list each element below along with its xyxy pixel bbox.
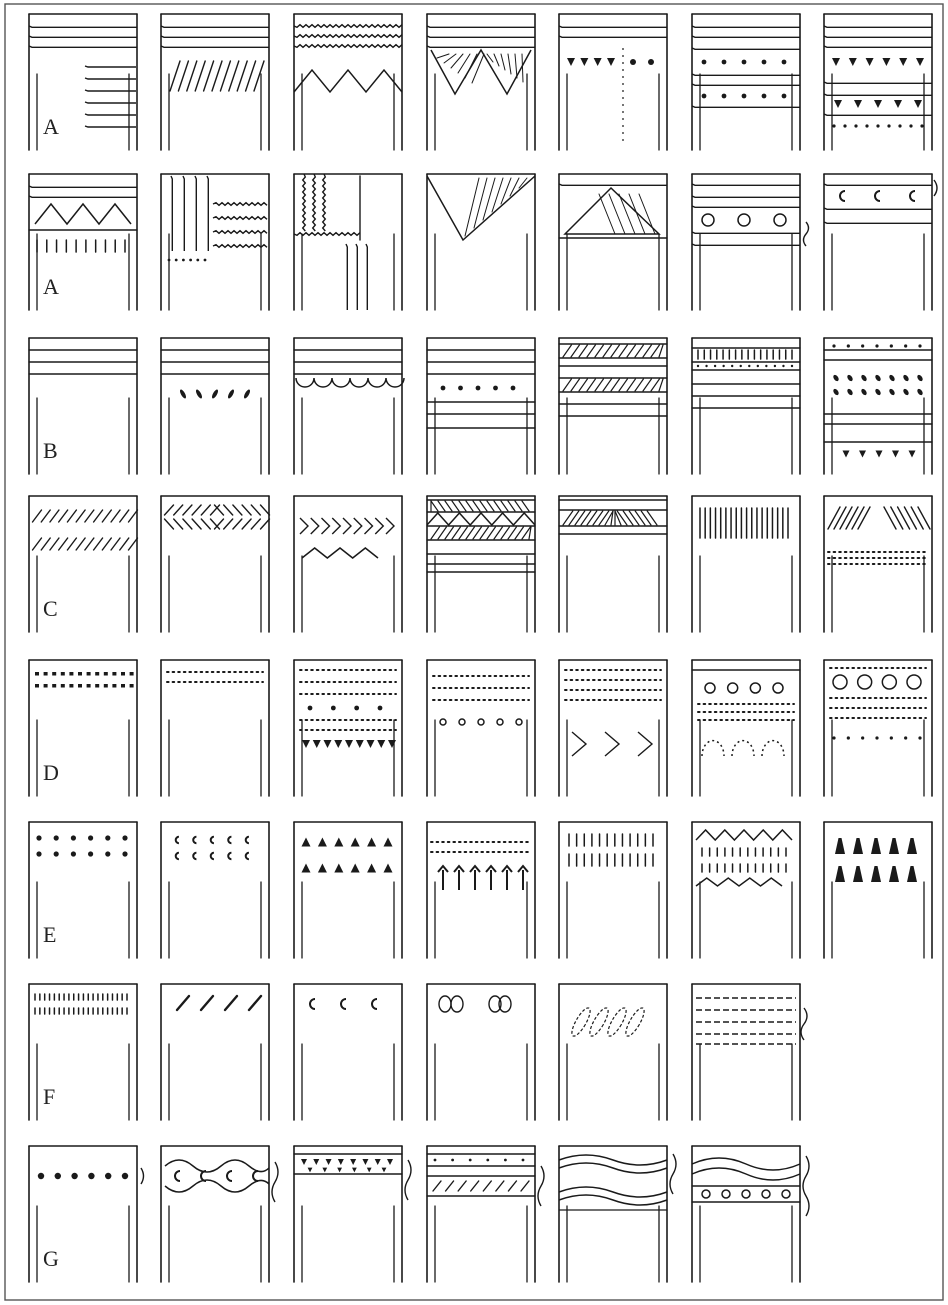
row-label: C xyxy=(43,596,58,621)
vessel-profile-triangles-and-dots-with-divider xyxy=(559,14,667,150)
vessel-profile-dotted-lines-and-circles xyxy=(427,660,535,796)
vessel-profile-lenticular-dots-row xyxy=(161,338,269,474)
vessel-profile-inverted-v-and-strokes xyxy=(692,822,800,958)
vessel-profile-dotted-lines-and-chevrons xyxy=(559,660,667,796)
vessel-profile-dotted-line-and-hooked-strokes xyxy=(427,822,535,958)
vessel-profile-circles-dotted-lines-arches xyxy=(692,660,800,796)
pattern-row: B xyxy=(29,338,932,474)
pattern-row: F xyxy=(29,984,807,1120)
vessel-profile-two-rows-of-triangles xyxy=(294,822,402,958)
vessel-profile-hatched-bands xyxy=(559,338,667,474)
vessel-profile-vertical-hatching xyxy=(692,496,800,632)
vessel-profile-slashed-band xyxy=(427,1146,544,1282)
row-label: D xyxy=(43,760,59,785)
vessel-profile-hatched-blocks-and-stipple xyxy=(824,496,932,632)
row-label: G xyxy=(43,1246,59,1271)
vessel-profile-wavy-band-and-circles xyxy=(692,1146,809,1282)
vessel-profile-chevrons-and-zigzag xyxy=(294,496,402,632)
vessel-profile-two-dotted-lines xyxy=(161,660,269,796)
vessel-profile-two-rows-of-crescents xyxy=(161,822,269,958)
vessel-profile-hatched-triangle-band xyxy=(427,496,535,632)
vessel-profile-circle-row-in-band xyxy=(692,174,809,310)
vessel-profile-dotted-lines-dots-triangles xyxy=(294,660,402,796)
vessel-profile-diagonal-dashes-under-bands xyxy=(161,14,269,150)
vessel-profile-circles-on-wavy-band xyxy=(161,1146,278,1282)
vessel-profile-chevron-row xyxy=(161,496,270,632)
vessel-profile-triangle-band xyxy=(294,1146,411,1282)
vessel-profile-zigzag-under-bands xyxy=(294,14,402,150)
vessel-profile-mixed-dot-rows xyxy=(824,338,932,474)
vessel-profile-hatched-triangle xyxy=(559,174,667,310)
vessel-profile-double-wavy-bands xyxy=(559,1146,676,1282)
vessel-profile-hatched-triangles xyxy=(427,14,535,150)
vessel-profile-dashed-lines xyxy=(692,984,807,1120)
row-label: E xyxy=(43,922,56,947)
row-label: A xyxy=(43,114,59,139)
vessel-profile-circles-and-dotted-lines xyxy=(824,660,932,796)
vessel-profile-vertical-and-horizontal-wavy-lines xyxy=(161,174,269,310)
vessel-profile-wavy-band-corner-verticals xyxy=(294,174,402,310)
vessel-profile-scallops-under-bands xyxy=(294,338,404,474)
pattern-row: C xyxy=(29,496,932,632)
pattern-row: G xyxy=(29,1146,809,1282)
vessel-profile-paired-ovals xyxy=(427,984,535,1120)
pattern-rows: A A B C D E F G xyxy=(29,14,937,1282)
vessel-profile-hatched-band xyxy=(559,496,667,632)
pattern-row: A xyxy=(29,14,932,150)
row-label: A xyxy=(43,274,59,299)
row-label: B xyxy=(43,438,58,463)
pattern-row: A xyxy=(29,174,937,310)
pattern-row: E xyxy=(29,822,932,958)
vessel-profile-vertical-tick-bands xyxy=(692,338,800,474)
vessel-profile-two-rows-of-dots-between-bands xyxy=(692,14,800,150)
vessel-profile-hatched-ovals xyxy=(559,984,667,1120)
vessel-profile-three-crescents xyxy=(294,984,402,1120)
vessel-profile-triangles-and-dot-rows xyxy=(824,14,932,150)
vessel-profile-hatched-inverted-triangle xyxy=(427,174,535,310)
vessel-profile-two-rows-of-vertical-strokes xyxy=(559,822,667,958)
pattern-row: D xyxy=(29,660,932,796)
vessel-profile-dot-row-in-bands xyxy=(427,338,535,474)
row-label: F xyxy=(43,1084,55,1109)
vessel-profile-oblique-wedges xyxy=(161,984,269,1120)
vessel-profile-crescent-row-in-band xyxy=(824,174,937,310)
vessel-profile-two-rows-of-pendants xyxy=(824,822,932,958)
